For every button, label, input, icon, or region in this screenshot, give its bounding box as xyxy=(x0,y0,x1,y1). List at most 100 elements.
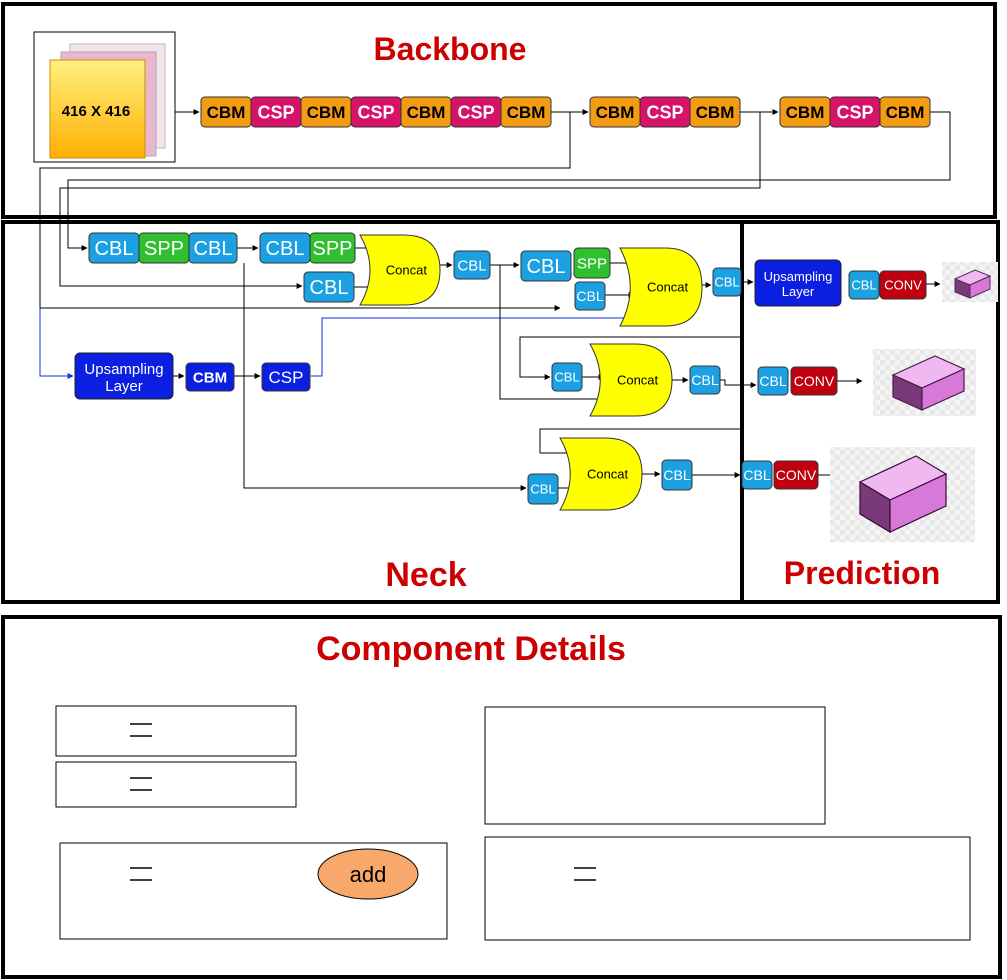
backbone-stage3-csp: CSP xyxy=(829,96,881,128)
neck-cbl-11: CBL xyxy=(527,473,559,505)
neck-cbl-9: CBL xyxy=(551,362,583,392)
backbone-cbm-1-label: CBM xyxy=(207,103,246,122)
backbone-stage2-cbm-2-label: CBM xyxy=(696,103,735,122)
neck-cbl-5: CBL xyxy=(453,250,491,280)
pred-cbl-1-label: CBL xyxy=(851,278,876,293)
prediction-title: Prediction xyxy=(784,555,940,591)
neck-cbl-11-label: CBL xyxy=(530,482,555,497)
neck-cbl-4-label: CBL xyxy=(310,277,349,299)
neck-cbl-12-label: CBL xyxy=(663,467,690,483)
neck-cbl-8: CBL xyxy=(712,267,742,297)
pred-cbl-1: CBL xyxy=(848,270,880,300)
component-details-title: Component Details xyxy=(316,630,626,668)
neck-csp-blue-label: CSP xyxy=(269,368,304,387)
neck-cbl-3-label: CBL xyxy=(266,238,305,260)
backbone-stage3-csp-label: CSP xyxy=(836,102,873,122)
cbm-definition-box xyxy=(55,705,297,757)
backbone-csp-4-label: CSP xyxy=(357,102,394,122)
neck-cbl-8-label: CBL xyxy=(714,275,739,290)
neck-concat-2: Concat xyxy=(619,247,703,327)
neck-concat-1: Concat xyxy=(359,234,441,306)
backbone-frame xyxy=(1,2,997,219)
pred-conv-1: CONV xyxy=(879,270,927,300)
backbone-csp-2-label: CSP xyxy=(257,102,294,122)
backbone-csp-6-label: CSP xyxy=(457,102,494,122)
backbone-stage3-cbm-1: CBM xyxy=(779,96,831,128)
pred-conv-3: CONV xyxy=(773,460,819,490)
neck-cbm-blue: CBM xyxy=(185,362,235,392)
neck-concat-3-label: Concat xyxy=(617,373,659,388)
neck-upsampling-layer-label-line1: Upsampling xyxy=(84,361,163,378)
pred-conv-2: CONV xyxy=(790,366,838,396)
neck-cbl-1-label: CBL xyxy=(95,238,134,260)
neck-spp-3-label: SPP xyxy=(577,255,607,272)
neck-cbl-3: CBL xyxy=(259,232,311,264)
neck-spp-3: SPP xyxy=(573,247,611,279)
spp-definition-box xyxy=(484,706,826,825)
neck-cbl-6-label: CBL xyxy=(527,256,566,278)
pred-conv-2-label: CONV xyxy=(794,373,835,389)
backbone-csp-2: CSP xyxy=(250,96,302,128)
add-label: add xyxy=(350,862,387,887)
backbone-stage3-cbm-2-label: CBM xyxy=(886,103,925,122)
backbone-cbm-3-label: CBM xyxy=(307,103,346,122)
neck-cbl-2-label: CBL xyxy=(194,238,233,260)
neck-spp-2: SPP xyxy=(309,232,356,264)
neck-cbl-10: CBL xyxy=(689,365,721,395)
backbone-stage2-csp: CSP xyxy=(639,96,691,128)
neck-spp-1: SPP xyxy=(138,232,190,264)
pred-conv-1-label: CONV xyxy=(884,278,922,293)
neck-concat-1-label: Concat xyxy=(386,263,428,278)
backbone-stage3-cbm-2: CBM xyxy=(879,96,931,128)
cbl10-to-pred-cbl2 xyxy=(720,379,757,388)
prediction-frame xyxy=(740,220,1000,604)
cbl5-to-concat3 xyxy=(490,264,604,402)
backbone-cbm-3: CBM xyxy=(300,96,352,128)
equals-signs xyxy=(130,723,596,881)
pred-conv-3-label: CONV xyxy=(776,467,817,483)
neck-concat-4: Concat xyxy=(559,437,643,511)
backbone-cbm-1: CBM xyxy=(200,96,252,128)
large-cuboid-icon xyxy=(830,447,975,542)
neck-cbl-1: CBL xyxy=(88,232,140,264)
neck-cbl-9-label: CBL xyxy=(554,370,579,385)
neck-concat-4-label: Concat xyxy=(587,467,629,482)
neck-cbl-4: CBL xyxy=(303,271,355,303)
stacked-feature-maps-icon xyxy=(33,31,176,163)
neck-spp-2-label: SPP xyxy=(312,238,352,260)
backbone-stage2-cbm-1: CBM xyxy=(589,96,641,128)
csp-blue-to-concat2 xyxy=(311,315,631,377)
add-node xyxy=(317,848,419,900)
route-stage3-to-neck xyxy=(67,111,951,251)
component-details-frame xyxy=(1,615,1002,979)
pred-cbl-3-label: CBL xyxy=(743,467,770,483)
medium-cuboid-icon xyxy=(873,349,976,416)
backbone-cbm-7: CBM xyxy=(500,96,552,128)
backbone-cbm-5-label: CBM xyxy=(407,103,446,122)
neck-cbl-6: CBL xyxy=(520,250,572,282)
route-to-concat4 xyxy=(539,428,740,456)
backbone-cbm-7-label: CBM xyxy=(507,103,546,122)
neck-csp-blue: CSP xyxy=(261,362,311,392)
backbone-stage2-cbm-2: CBM xyxy=(689,96,741,128)
pred-cbl-2: CBL xyxy=(757,366,789,396)
backbone-stage2-cbm-1-label: CBM xyxy=(596,103,635,122)
neck-cbl-10-label: CBL xyxy=(691,372,718,388)
input-size-label: 416 X 416 xyxy=(62,103,130,120)
backbone-stage2-csp-label: CSP xyxy=(646,102,683,122)
cbl-definition-box xyxy=(55,761,297,808)
backbone-title: Backbone xyxy=(374,31,527,67)
pred-upsampling-layer-label-line2: Layer xyxy=(782,284,815,299)
neck-cbl-12: CBL xyxy=(661,459,693,491)
route-stage2-to-cbl4 xyxy=(59,112,761,289)
neck-cbl-7: CBL xyxy=(574,281,606,311)
neck-spp-1-label: SPP xyxy=(144,238,184,260)
neck-cbl-5-label: CBL xyxy=(457,257,486,274)
neck-cbm-blue-label: CBM xyxy=(193,369,227,386)
backbone-csp-6: CSP xyxy=(450,96,502,128)
route-to-upsampling xyxy=(39,308,74,379)
neck-upsampling-layer-label-line2: Layer xyxy=(105,378,143,395)
